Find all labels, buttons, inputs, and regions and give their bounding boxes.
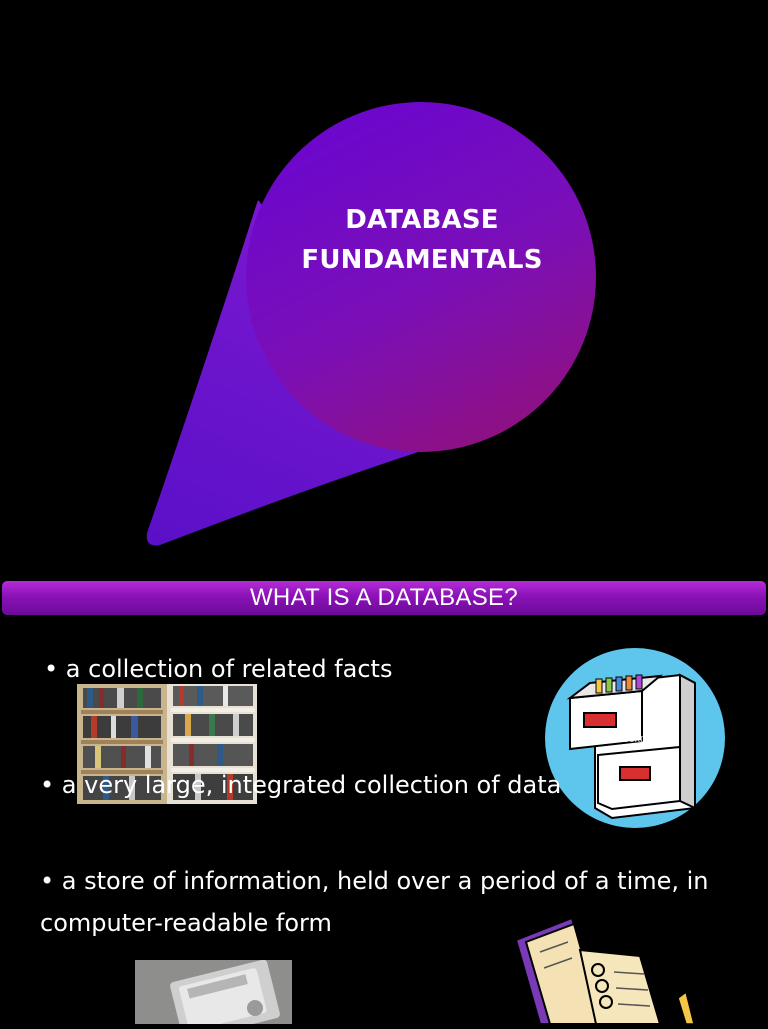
right-shelf-books [171,686,255,800]
title-pin-shape [146,102,596,546]
bullet-3: • a store of information, held over a pe… [40,867,709,937]
pin-circle [246,102,596,452]
title-line-1: DATABASE [345,205,499,235]
section-banner: WHAT IS A DATABASE? [2,581,766,615]
left-shelf-books [81,688,163,800]
bookshelf-photo [77,684,257,804]
notebook-pencil-illustration [510,912,700,1025]
filing-cabinet-illustration: iStockphoto [540,643,730,833]
hard-drive-photo [135,960,292,1024]
section-heading: WHAT IS A DATABASE? [249,584,518,611]
title-line-2: FUNDAMENTALS [301,245,543,275]
bullet-1: • a collection of related facts [44,655,393,683]
slide-title: DATABASE FUNDAMENTALS [262,200,582,280]
istockphoto-watermark: iStockphoto [610,733,667,745]
bullet-2: • a very large, integrated collection of… [40,771,562,799]
